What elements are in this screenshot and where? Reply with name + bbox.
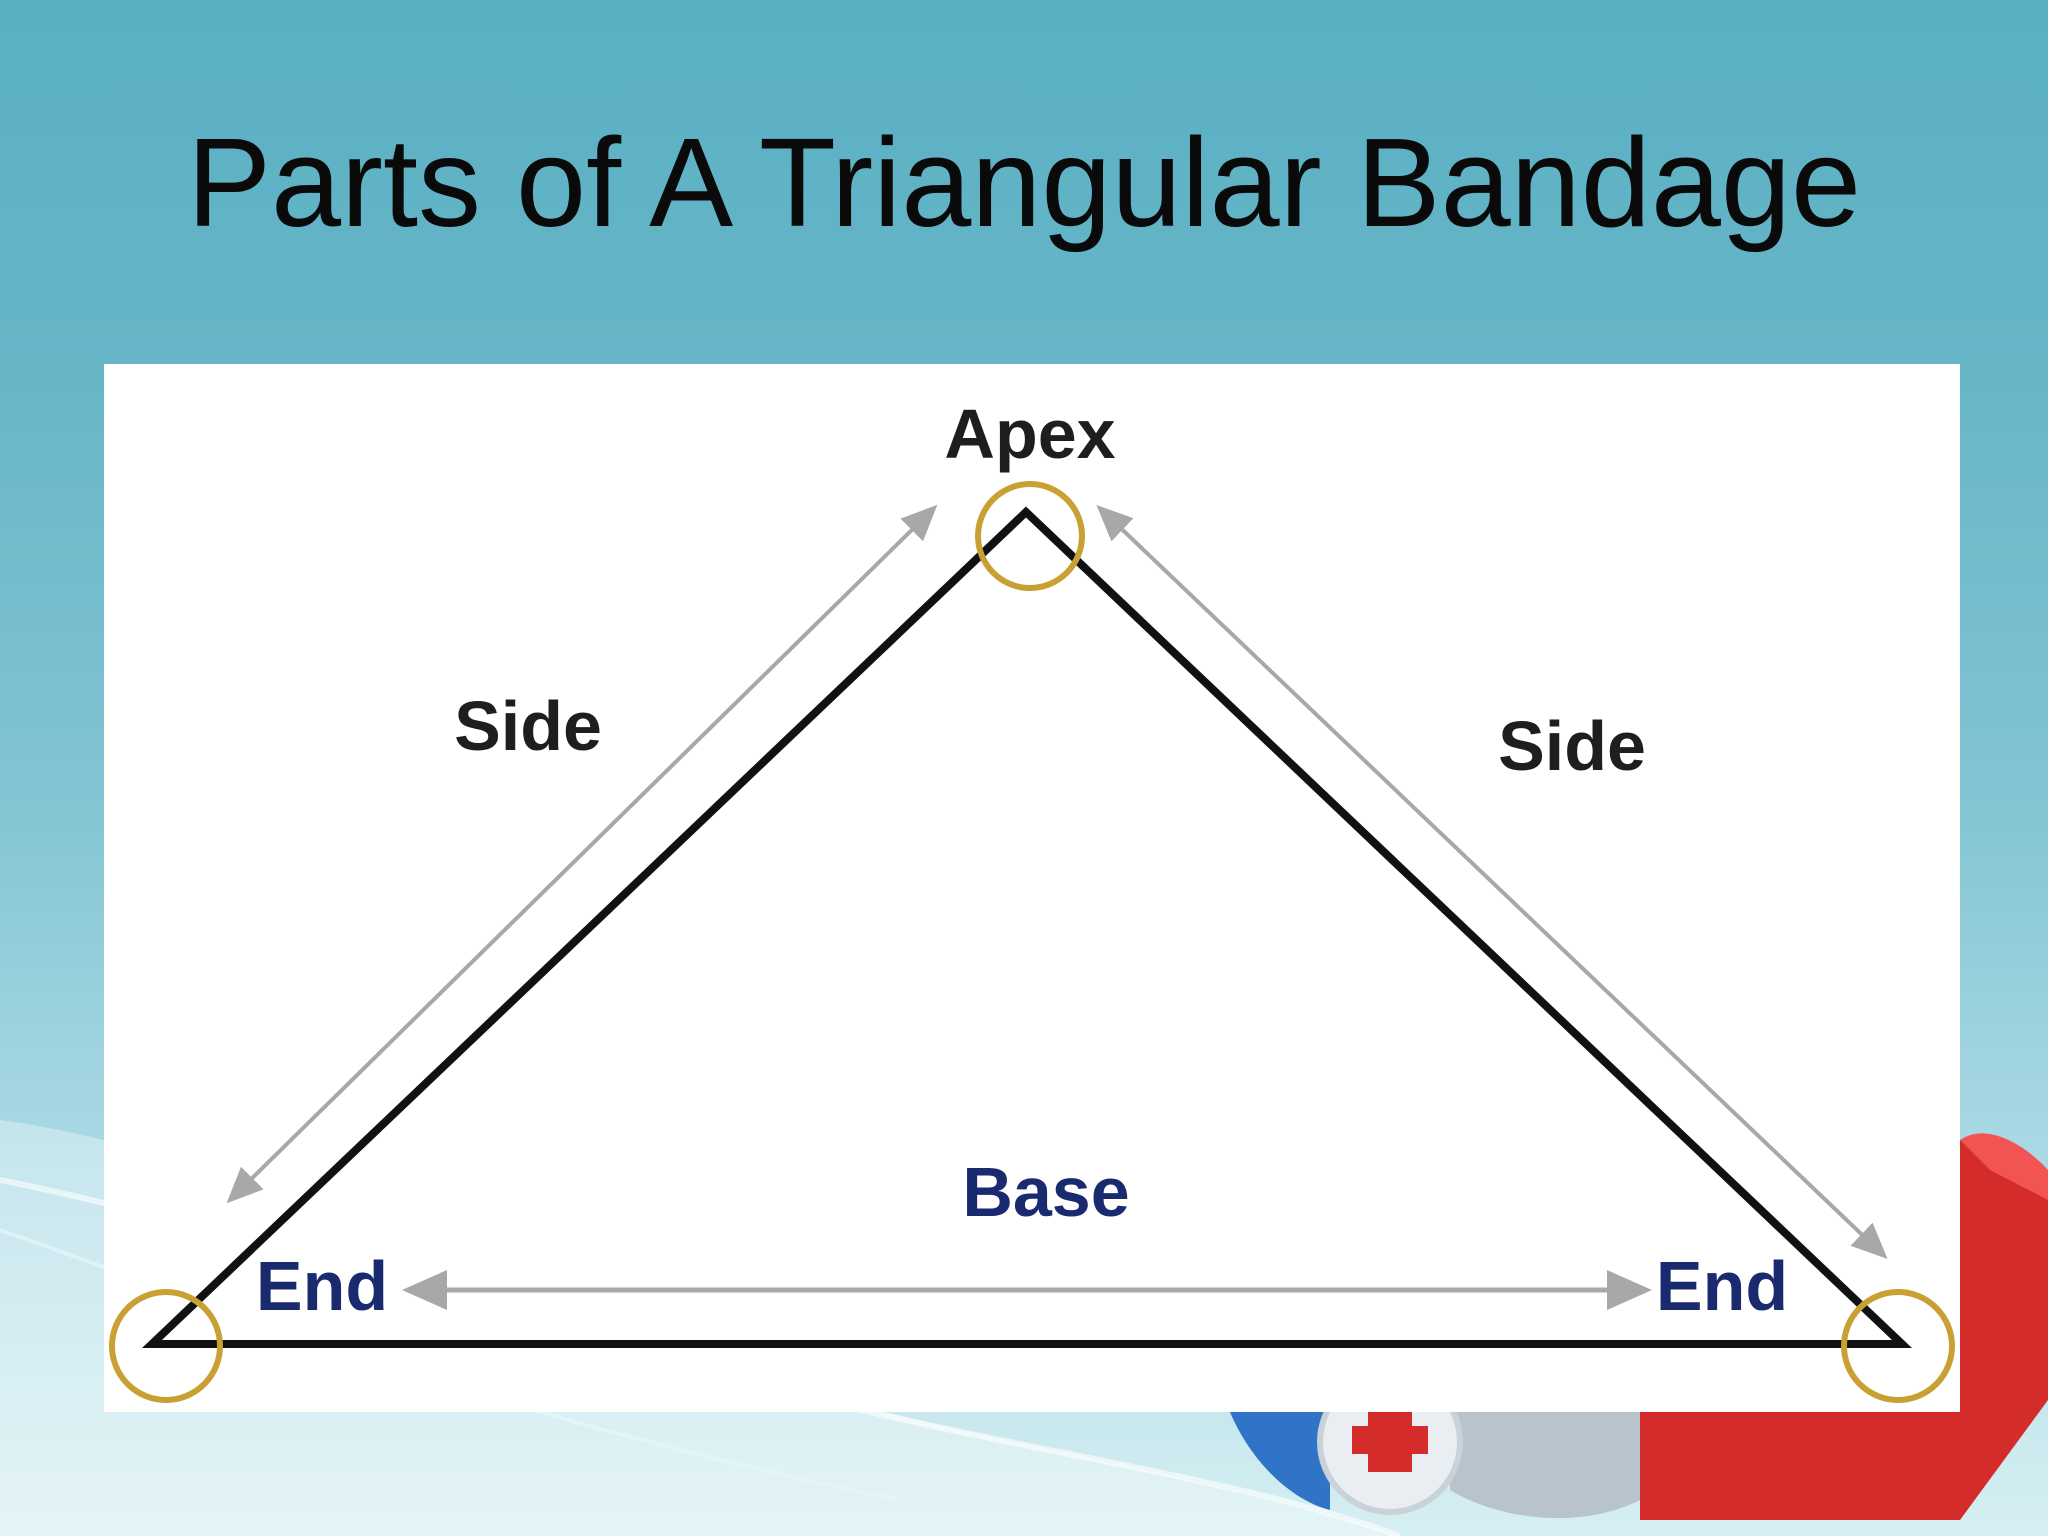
right-side-label: Side [1498,707,1646,785]
apex-label: Apex [944,395,1115,473]
slide-title: Parts of A Triangular Bandage [186,112,1862,253]
triangular-bandage-diagram: Apex Side Side Base End End [109,395,1955,1403]
diagram-panel: Apex Side Side Base End End [104,364,1960,1412]
first-aid-item [1230,1412,1330,1510]
first-aid-item [1450,1412,1640,1519]
right-end-highlight-circle [1841,1289,1955,1403]
first-aid-case [1960,1133,2048,1200]
right-side-arrow [1096,504,1888,1260]
right-end-label: End [1656,1247,1788,1325]
left-end-label: End [256,1247,388,1325]
apex-highlight-circle [975,481,1085,591]
base-label: Base [962,1153,1129,1231]
red-cross-icon [1352,1426,1428,1454]
first-aid-case [1640,1140,2048,1520]
left-end-highlight-circle [109,1289,223,1403]
left-side-arrow [226,504,938,1204]
left-side-label: Side [454,687,602,765]
